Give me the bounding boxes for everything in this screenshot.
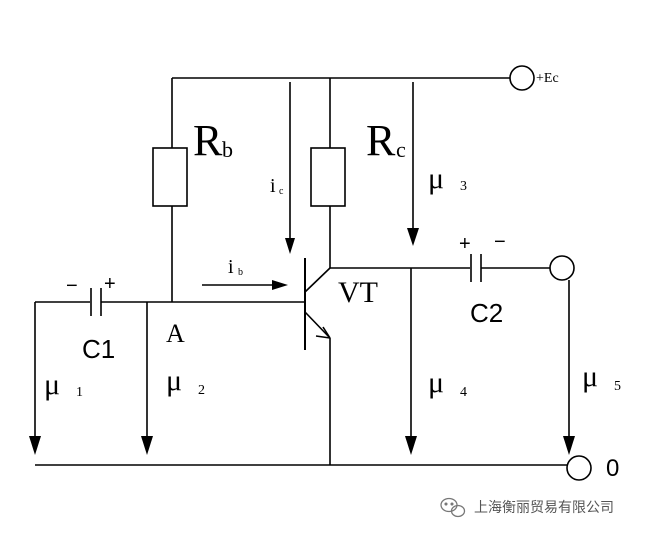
u2-index: 2 (198, 383, 205, 398)
output-terminal (549, 255, 575, 281)
u4-arrowhead (405, 436, 417, 455)
watermark: 上海衡丽贸易有限公司 (440, 497, 614, 518)
u2-mu: μ (166, 364, 182, 397)
ic-label: i (270, 175, 276, 197)
ic-arrowhead (285, 238, 295, 254)
ground-label: 0 (606, 455, 619, 482)
c2-minus-label: − (494, 231, 506, 253)
c2-label: C2 (470, 298, 503, 328)
watermark-text: 上海衡丽贸易有限公司 (474, 499, 614, 515)
u3-index: 3 (460, 179, 467, 194)
c2-plus-label: + (459, 233, 471, 255)
c1-minus-label: − (66, 275, 78, 297)
wechat-icon (440, 497, 466, 518)
ic-subscript: c (279, 186, 284, 197)
supply-terminal (509, 65, 535, 91)
transistor-emitter (304, 311, 331, 339)
u5-mu: μ (582, 360, 598, 393)
u1-mu: μ (44, 368, 60, 401)
rc-label: R (366, 116, 396, 165)
rb-subscript: b (222, 137, 233, 162)
u2-arrowhead (141, 436, 153, 455)
ib-arrowhead (272, 280, 288, 290)
resistor-rb (152, 147, 188, 207)
emitter-arrow-b (322, 326, 331, 339)
c1-plus-label: + (104, 273, 116, 295)
ib-subscript: b (238, 267, 243, 278)
emitter-arrow-a (315, 335, 331, 339)
supply-label: +Ec (536, 71, 559, 86)
u4-index: 4 (460, 385, 467, 400)
rb-label: R (193, 116, 223, 165)
transistor-collector (304, 267, 331, 293)
u5-index: 5 (614, 379, 621, 394)
u5-arrowhead (563, 436, 575, 455)
c1-label: C1 (82, 334, 115, 364)
u3-arrowhead (407, 228, 419, 246)
transistor-label: VT (338, 276, 378, 309)
ground-terminal (566, 455, 592, 481)
resistor-rc (310, 147, 346, 207)
u3-mu: μ (428, 162, 444, 195)
ib-label: i (228, 256, 234, 278)
u1-arrowhead (29, 436, 41, 455)
rc-subscript: c (396, 137, 406, 162)
node-a-label: A (166, 319, 185, 348)
u1-index: 1 (76, 385, 83, 400)
u4-mu: μ (428, 366, 444, 399)
